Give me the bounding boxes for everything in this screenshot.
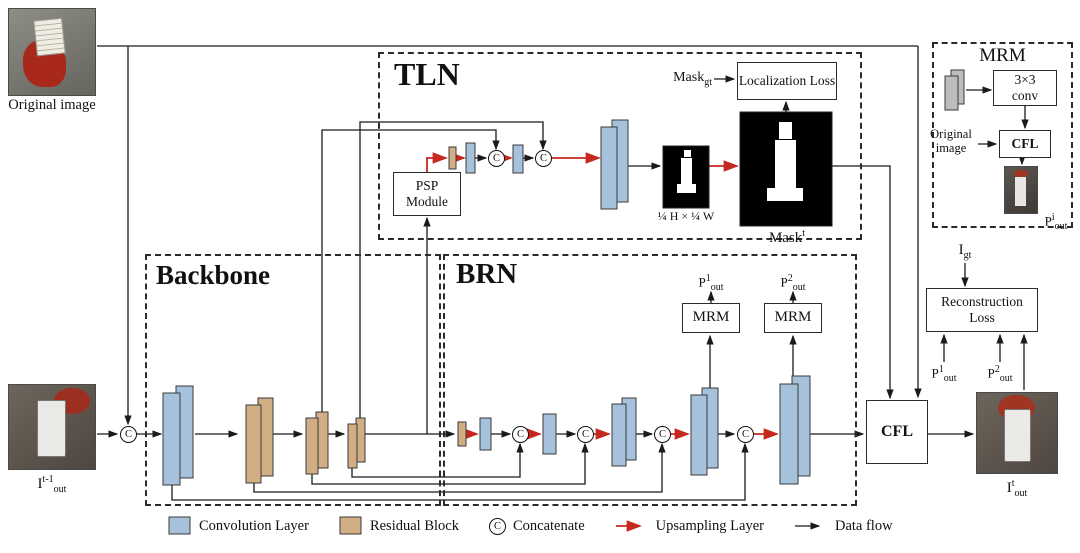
localization-loss-box: Localization Loss	[737, 62, 837, 100]
feature-map-block	[944, 75, 959, 111]
cfl-box: CFL	[866, 400, 928, 464]
skip-connection	[359, 121, 547, 418]
data-flow-arrow-icon	[794, 522, 821, 530]
label-mask-t: Maskt	[768, 228, 806, 246]
label-mrm-original-image: Original image	[930, 127, 972, 155]
caption-i-prev-out: It-1out	[37, 474, 67, 495]
concatenate-icon: C	[488, 150, 505, 167]
label-i-gt: Igt	[958, 242, 972, 261]
skip-connection	[253, 442, 666, 493]
conv-layer-block	[542, 413, 557, 455]
conv-layer-block	[611, 403, 627, 467]
legend-label: Convolution Layer	[199, 517, 309, 534]
brn-title: BRN	[456, 258, 518, 290]
upsample-arrow-icon	[615, 520, 642, 532]
mrm-cfl-box: CFL	[999, 130, 1051, 158]
residual-block	[347, 423, 358, 469]
mrm-output-thumbnail	[1004, 166, 1038, 214]
small-mask-image	[662, 145, 710, 209]
current-output-thumbnail	[976, 392, 1058, 474]
conv3x3-box: 3×3 conv	[993, 70, 1057, 106]
conv-layer-block	[512, 144, 524, 174]
psp-module-box: PSP Module	[393, 172, 461, 216]
conv-layer-block	[479, 417, 492, 451]
mrm-detail-title: MRM	[979, 45, 1026, 66]
label-p-i-out: Piout	[1044, 212, 1068, 232]
backbone-module-box	[145, 254, 441, 506]
legend: Convolution Layer Residual Block C Conca…	[168, 516, 893, 536]
label-p1-out-recon: P1out	[931, 364, 957, 384]
label-feature-size: ¼ H × ¼ W	[657, 209, 715, 223]
concatenate-icon: C	[535, 150, 552, 167]
label-p2-out: P2out	[780, 273, 806, 293]
legend-item-data-flow: Data flow	[794, 518, 893, 535]
tln-title: TLN	[394, 56, 460, 92]
residual-block	[245, 404, 262, 484]
legend-item-upsampling-layer: Upsampling Layer	[615, 518, 764, 535]
label-p1-out: P1out	[698, 273, 724, 293]
residual-block	[305, 417, 319, 475]
legend-item-residual-block: Residual Block	[339, 516, 459, 536]
residual-block	[457, 421, 467, 447]
mask-to-cfl-line	[832, 165, 894, 400]
mrm-detail-box	[932, 42, 1073, 228]
backbone-title: Backbone	[156, 260, 271, 290]
conv-layer-block	[465, 142, 476, 174]
mrm2-box: MRM	[764, 303, 822, 333]
legend-label: Upsampling Layer	[655, 517, 764, 534]
psp-output-line	[426, 152, 448, 172]
mrm1-box: MRM	[682, 303, 740, 333]
skip-connection	[311, 442, 589, 485]
conv-layer-block	[690, 394, 708, 476]
residual-block	[448, 146, 457, 170]
residual-block-swatch	[339, 516, 362, 535]
brn-module-box	[443, 254, 857, 506]
conv-layer-swatch	[168, 516, 191, 535]
caption-i-out: Itout	[1006, 478, 1028, 499]
label-mask-gt: Maskgt	[673, 70, 712, 88]
previous-output-thumbnail	[8, 384, 96, 470]
legend-item-concatenate: C Concatenate	[488, 517, 585, 535]
conv-layer-block	[779, 383, 799, 485]
caption-original-image: Original image	[8, 97, 96, 113]
concatenate-icon: C	[488, 517, 506, 535]
skip-connection	[321, 129, 500, 412]
mask-t-image	[739, 111, 833, 227]
concatenate-icon: C	[654, 426, 671, 443]
tln-module-box	[378, 52, 862, 240]
skip-connection	[171, 442, 749, 501]
legend-label: Residual Block	[369, 517, 459, 534]
legend-label: Concatenate	[512, 517, 585, 534]
concatenate-icon: C	[737, 426, 754, 443]
concatenate-icon: C	[577, 426, 594, 443]
legend-item-convolution-layer: Convolution Layer	[168, 516, 309, 536]
concatenate-icon: C	[512, 426, 529, 443]
conv-layer-block	[600, 126, 618, 210]
label-p2-out-recon: P2out	[987, 364, 1013, 384]
legend-label: Data flow	[834, 517, 893, 534]
conv-layer-block	[162, 392, 181, 486]
skip-connection	[351, 442, 524, 478]
original-image-thumbnail	[8, 8, 96, 96]
reconstruction-loss-box: Reconstruction Loss	[926, 288, 1038, 332]
concatenate-icon: C	[120, 426, 137, 443]
